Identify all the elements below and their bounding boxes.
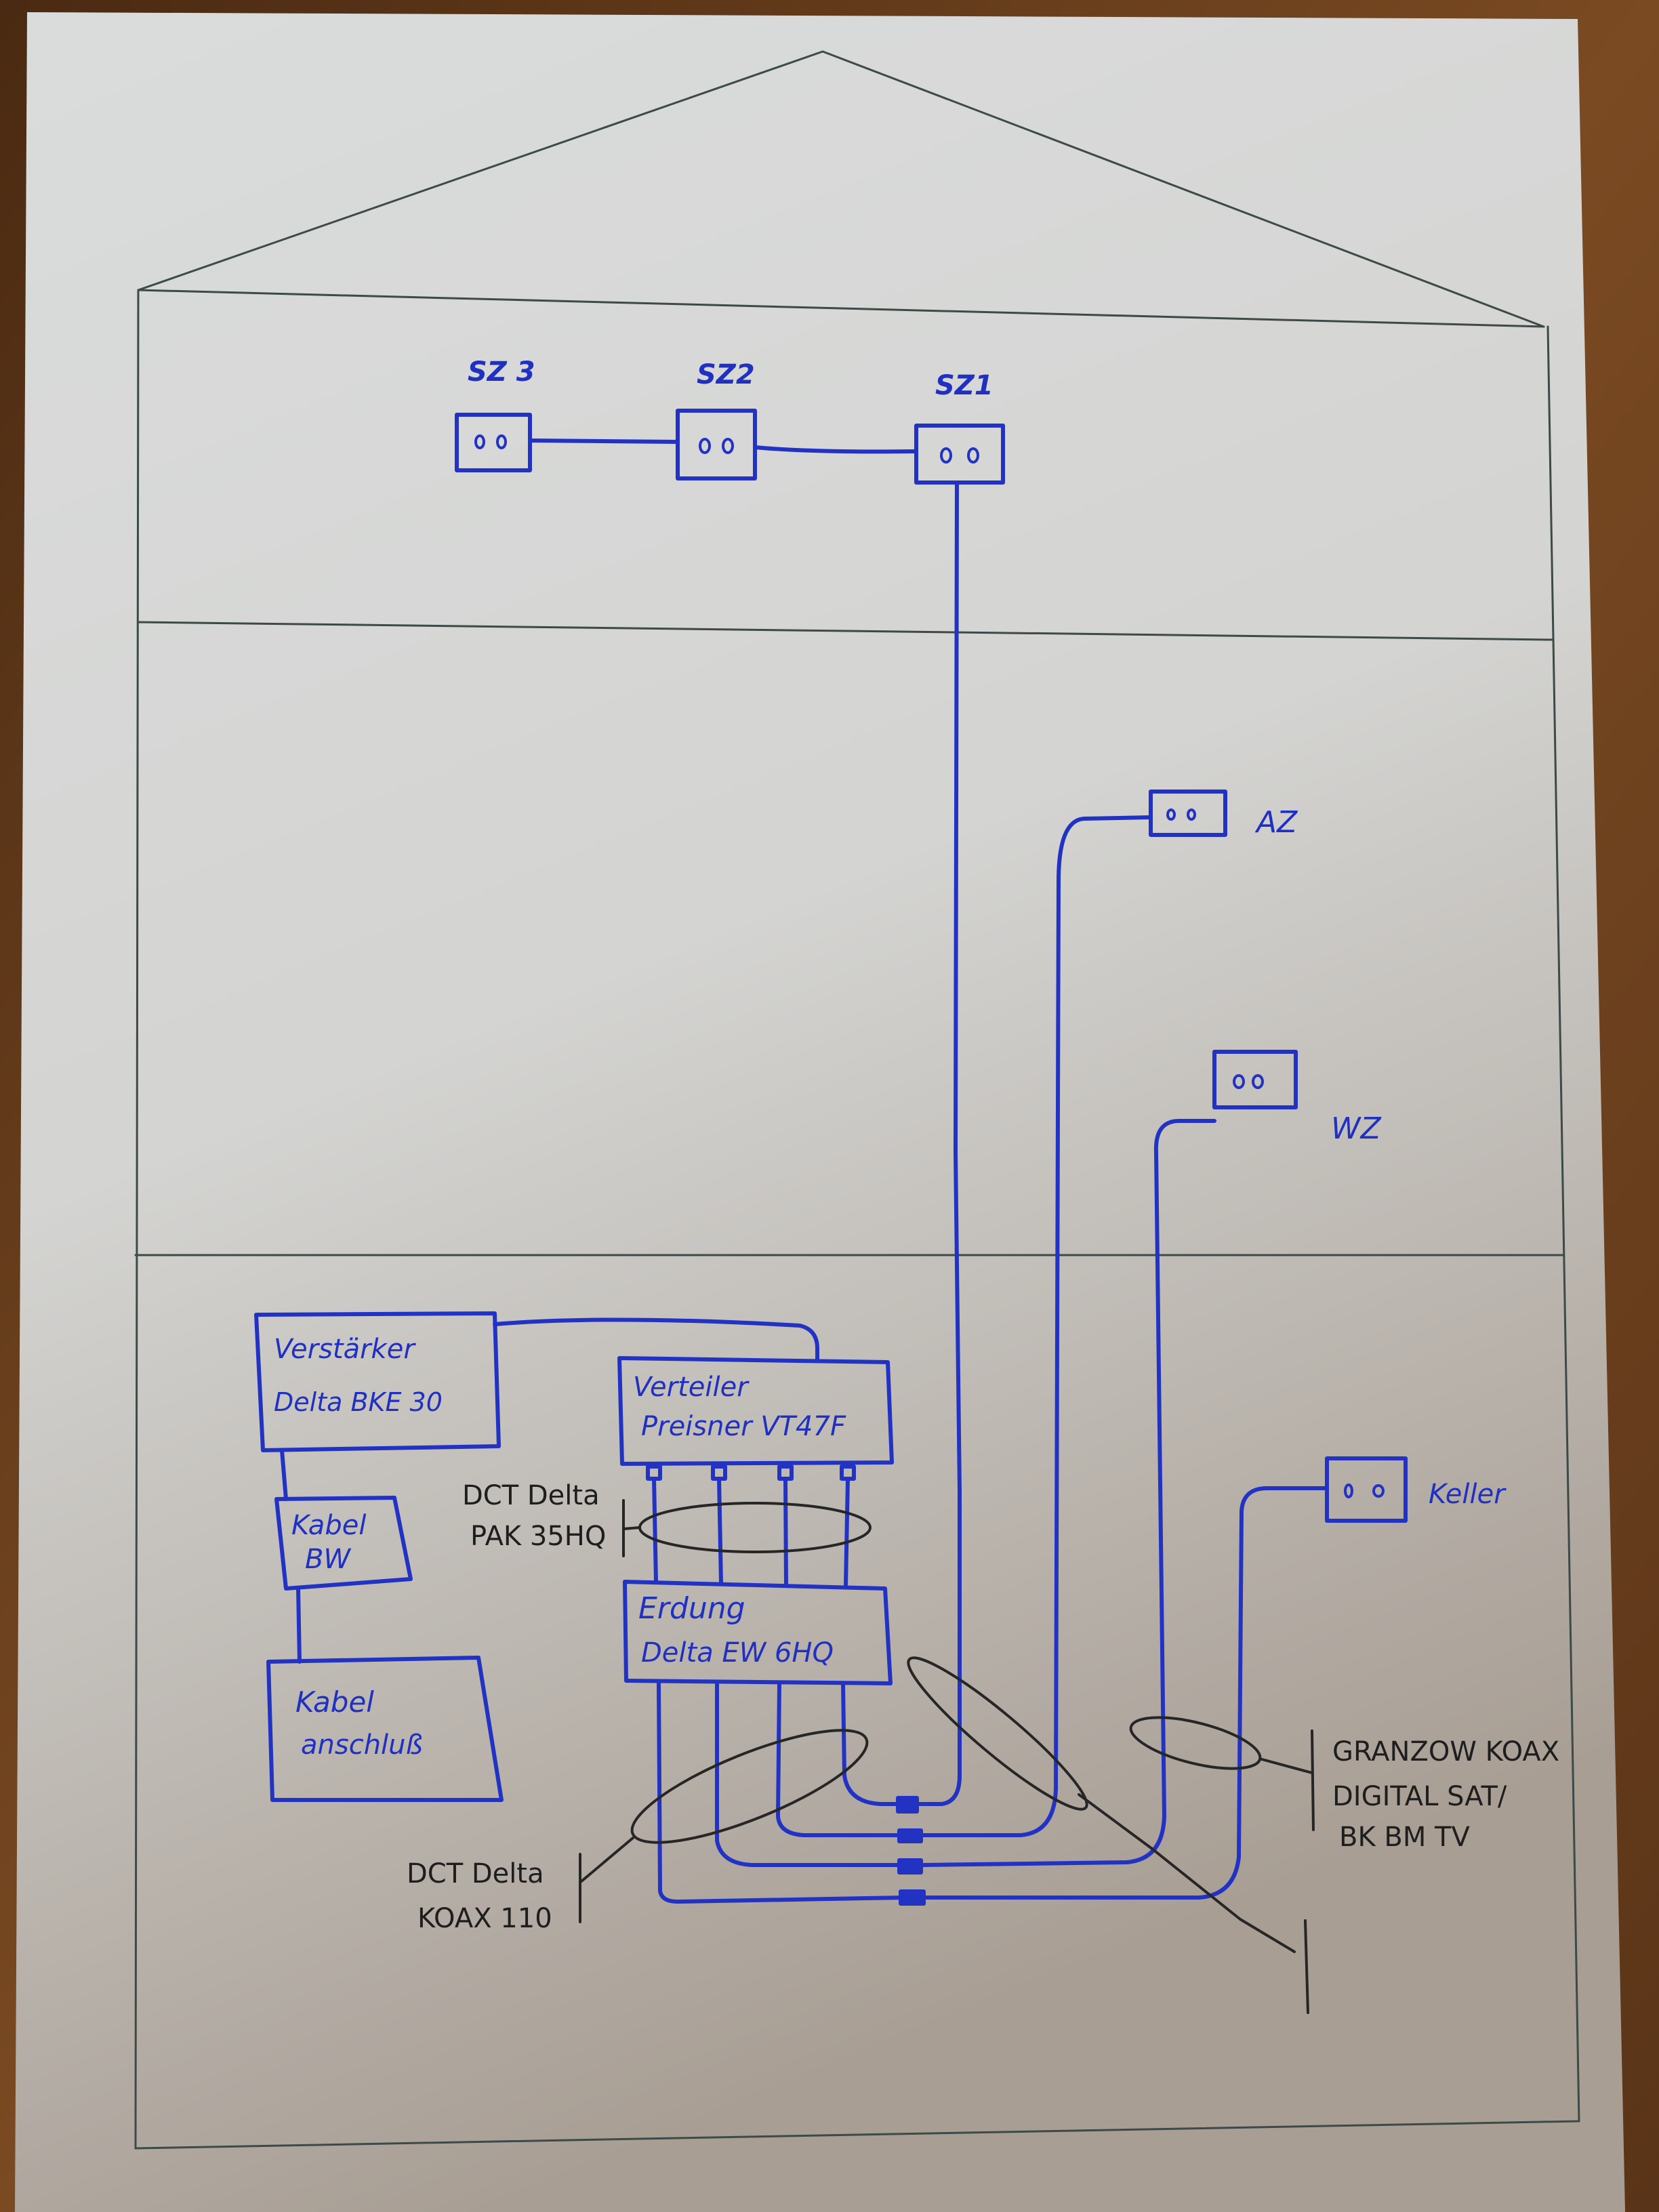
- socket-wz[interactable]: WZ: [1212, 1050, 1382, 1146]
- leader-granzow-1: [1078, 1793, 1309, 2014]
- bundle-loop-granzow-2: [1129, 1716, 1262, 1770]
- annotation-line: DCT Delta: [462, 1480, 600, 1511]
- right-wall: [1547, 325, 1580, 2123]
- device-label-line2: BW: [305, 1544, 351, 1575]
- device-label-line2: Delta EW 6HQ: [641, 1637, 834, 1668]
- annotation-line: BK BM TV: [1339, 1822, 1470, 1853]
- annotation-granzow: GRANZOW KOAX DIGITAL SAT/ BK BM TV: [1332, 1736, 1559, 1853]
- socket-label: AZ: [1254, 805, 1298, 840]
- device-label-line1: Kabel: [295, 1685, 374, 1719]
- device-box: [617, 1356, 894, 1466]
- socket-hole-icon: [722, 438, 734, 454]
- coax-connector-icon: [897, 1858, 923, 1875]
- patch-cable: [844, 1477, 850, 1588]
- cable-bw-to-connection: [296, 1586, 302, 1664]
- socket-sz2[interactable]: SZ2: [676, 359, 757, 480]
- device-label-line1: Erdung: [638, 1591, 745, 1626]
- device-box: [623, 1580, 893, 1685]
- bundle-loop-coax110: [630, 1729, 869, 1844]
- coax-connector-icon: [896, 1796, 919, 1814]
- device-box: [254, 1311, 501, 1452]
- cable-amp-to-bw: [280, 1448, 288, 1501]
- socket-box: [914, 424, 1005, 485]
- socket-label: SZ2: [697, 359, 755, 390]
- socket-label: SZ1: [935, 370, 994, 401]
- patch-cables: [652, 1477, 850, 1588]
- socket-box: [1212, 1050, 1298, 1109]
- cable-amp-to-splitter: [493, 1317, 819, 1361]
- output-cables: [657, 1681, 907, 1904]
- cable-to-keller: [924, 1486, 1329, 1900]
- annotation-marks: [579, 1499, 1315, 2014]
- device-label-line2: Delta BKE 30: [274, 1387, 443, 1417]
- patch-cable: [783, 1477, 788, 1586]
- floor-divider-1: [137, 621, 1555, 641]
- coax-connector-icon: [899, 1889, 926, 1906]
- annotation-coax-110: DCT Delta KOAX 110: [407, 1858, 552, 1934]
- device-box: [274, 1496, 413, 1591]
- device-splitter[interactable]: Verteiler Preisner VT47F: [617, 1356, 894, 1481]
- socket-label: Keller: [1429, 1479, 1507, 1510]
- device-label-line2: Preisner VT47F: [641, 1411, 846, 1442]
- cable-sz2-sz1: [753, 445, 918, 454]
- output-cable-1: [841, 1681, 907, 1806]
- socket-sz3[interactable]: SZ 3: [455, 356, 535, 472]
- leader-coax110: [579, 1837, 634, 1923]
- house-outline: [134, 50, 1580, 2150]
- socket-hole-icon: [474, 434, 485, 449]
- socket-sz1[interactable]: SZ1: [914, 370, 1005, 485]
- socket-az[interactable]: AZ: [1149, 790, 1298, 840]
- socket-hole-icon: [1344, 1483, 1353, 1498]
- annotation-patch-cables: DCT Delta PAK 35HQ: [462, 1480, 606, 1552]
- device-label-line1: Verteiler: [633, 1372, 750, 1403]
- annotation-line: GRANZOW KOAX: [1332, 1736, 1559, 1767]
- socket-label: WZ: [1331, 1111, 1382, 1146]
- roof-line: [137, 50, 1545, 328]
- patch-cable: [652, 1477, 658, 1584]
- device-label-line2: anschluß: [301, 1729, 423, 1761]
- leader-patch: [622, 1499, 641, 1557]
- socket-hole-icon: [699, 438, 711, 454]
- coax-connector-icon: [897, 1828, 923, 1843]
- annotation-line: PAK 35HQ: [470, 1521, 606, 1552]
- attic-floor-line: [137, 289, 1545, 328]
- socket-hole-icon: [1166, 808, 1176, 821]
- annotation-line: DIGITAL SAT/: [1332, 1781, 1507, 1812]
- bundle-loop-granzow-1: [907, 1656, 1088, 1811]
- device-cable-bw[interactable]: Kabel BW: [274, 1496, 413, 1591]
- socket-box: [676, 409, 757, 480]
- socket-hole-icon: [1252, 1074, 1264, 1089]
- cable-to-wz: [921, 1119, 1216, 1867]
- socket-hole-icon: [1372, 1484, 1385, 1498]
- patch-cable: [717, 1477, 723, 1585]
- output-cable-4: [657, 1681, 907, 1904]
- annotation-line: KOAX 110: [417, 1903, 552, 1934]
- paper-sheet: [15, 12, 1625, 2212]
- device-box: [266, 1656, 504, 1802]
- leader-granzow-2: [1261, 1729, 1315, 1831]
- socket-hole-icon: [940, 447, 952, 464]
- annotation-line: DCT Delta: [407, 1858, 544, 1889]
- room-cables: [917, 480, 1329, 1900]
- device-grounding[interactable]: Erdung Delta EW 6HQ: [623, 1580, 893, 1685]
- socket-box: [1149, 790, 1227, 837]
- socket-label: SZ 3: [468, 356, 535, 388]
- cable-sz3-sz2: [528, 438, 680, 444]
- output-cable-2: [776, 1681, 907, 1837]
- device-amplifier[interactable]: Verstärker Delta BKE 30: [254, 1311, 501, 1452]
- device-cable-connection[interactable]: Kabel anschluß: [266, 1656, 504, 1802]
- device-label-line1: Kabel: [291, 1510, 366, 1541]
- socket-hole-icon: [1187, 808, 1196, 821]
- cable-to-sz1: [917, 480, 962, 1806]
- socket-hole-icon: [496, 434, 507, 449]
- ground-line: [134, 2120, 1580, 2150]
- socket-hole-icon: [967, 447, 979, 464]
- output-cable-3: [715, 1681, 907, 1867]
- left-wall: [134, 289, 140, 2150]
- socket-hole-icon: [1233, 1074, 1245, 1089]
- cable-to-az: [921, 815, 1153, 1837]
- connectors: [896, 1796, 926, 1906]
- device-label-line1: Verstärker: [274, 1334, 416, 1365]
